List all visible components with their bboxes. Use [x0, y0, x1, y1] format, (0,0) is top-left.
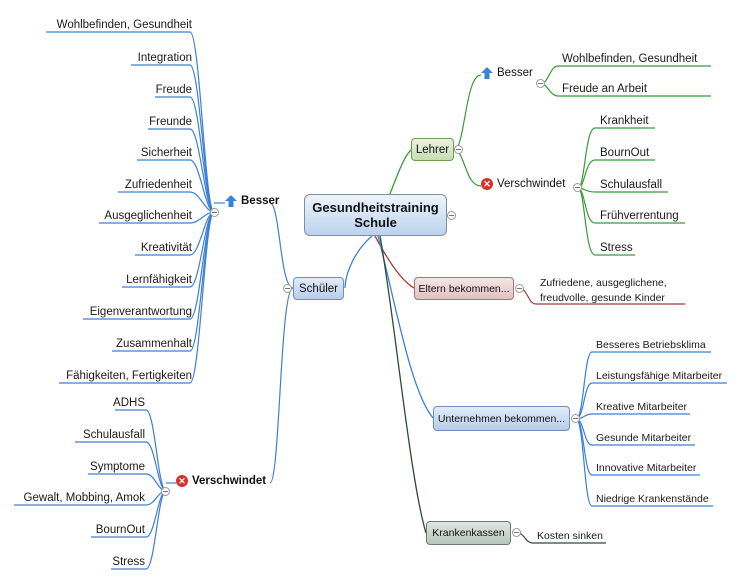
leaf-item[interactable]: Freude: [155, 84, 192, 96]
connector: [453, 74, 482, 151]
leaf-item[interactable]: Integration: [137, 52, 192, 64]
collapse-toggle-schueler-besser[interactable]: [210, 208, 219, 217]
schueler-besser[interactable]: Besser: [225, 195, 279, 207]
connector: [269, 287, 294, 484]
connector: [377, 235, 434, 419]
collapse-toggle-eltern[interactable]: [515, 284, 524, 293]
connector: [88, 473, 167, 492]
leaf-item[interactable]: Zusammenhalt: [115, 338, 192, 350]
leaf-item[interactable]: freudvolle, gesunde Kinder: [540, 292, 665, 304]
connector: [83, 211, 215, 320]
leaf-item[interactable]: Wohlbefinden, Gesundheit: [56, 19, 192, 31]
topic-schueler[interactable]: Schüler: [293, 277, 344, 300]
collapse-toggle-schueler[interactable]: [283, 284, 292, 293]
collapse-toggle-lehrer-besser[interactable]: [536, 79, 545, 88]
leaf-item[interactable]: ADHS: [113, 397, 145, 409]
leaf-item[interactable]: Zufriedene, ausgeglichene,: [540, 277, 667, 289]
connector: [344, 235, 373, 289]
connector: [575, 413, 690, 420]
connector: [115, 409, 167, 492]
collapse-toggle-unternehmen[interactable]: [571, 414, 580, 423]
schueler-verschwindet[interactable]: ✕ Verschwindet: [176, 475, 266, 487]
arrow-up-icon: [225, 195, 237, 207]
leaf-item[interactable]: Besseres Betriebsklima: [596, 339, 706, 351]
leaf-item[interactable]: Stress: [600, 242, 633, 254]
lehrer-verschwindet[interactable]: ✕ Verschwindet: [481, 178, 565, 190]
leaf-item[interactable]: Lernfähigkeit: [126, 274, 192, 286]
connector: [374, 235, 415, 289]
schueler-besser-label: Besser: [241, 195, 280, 207]
leaf-item[interactable]: Schulausfall: [82, 429, 145, 441]
topic-unternehmen[interactable]: Unternehmen bekommen...: [433, 406, 570, 431]
leaf-item[interactable]: Eigenverantwortung: [89, 306, 192, 318]
leaf-item[interactable]: Niedrige Krankenstände: [596, 493, 709, 505]
leaf-item[interactable]: Innovative Mitarbeiter: [596, 462, 697, 474]
leaf-item[interactable]: Kreativität: [140, 242, 192, 254]
leaf-item[interactable]: Gewalt, Mobbing, Amok: [23, 492, 145, 504]
connector: [269, 202, 294, 289]
topic-krankenkassen[interactable]: Krankenkassen: [426, 521, 511, 545]
leaf-item[interactable]: Zufriedenheit: [124, 179, 192, 191]
leaf-item[interactable]: Wohlbefinden, Gesundheit: [562, 53, 698, 65]
connector: [575, 418, 713, 507]
collapse-toggle-krankenkassen[interactable]: [512, 528, 521, 537]
topic-eltern[interactable]: Eltern bekommen...: [414, 277, 514, 300]
leaf-item[interactable]: Frühverrentung: [600, 210, 679, 222]
leaf-item[interactable]: Stress: [112, 556, 145, 568]
leaf-item[interactable]: Kreative Mitarbeiter: [596, 401, 688, 413]
collapse-toggle-lehrer[interactable]: [454, 145, 463, 154]
collapse-toggle-schueler-verschwindet[interactable]: [161, 487, 170, 496]
connector: [155, 96, 215, 213]
arrow-up-icon: [481, 67, 493, 79]
cross-icon: ✕: [176, 475, 188, 487]
leaf-item[interactable]: Sicherheit: [140, 147, 192, 159]
connector: [453, 149, 482, 187]
leaf-item[interactable]: Leistungsfähige Mitarbeiter: [596, 370, 723, 382]
leaf-item[interactable]: BournOut: [600, 147, 650, 159]
lehrer-besser-label: Besser: [497, 67, 533, 79]
collapse-toggle-central[interactable]: [447, 211, 456, 220]
cross-icon: ✕: [481, 178, 493, 190]
lehrer-verschwindet-label: Verschwindet: [497, 178, 566, 190]
leaf-item[interactable]: Gesunde Mitarbeiter: [596, 432, 692, 444]
central-topic-line1: Gesundheitstraining: [312, 200, 439, 215]
connector: [379, 235, 427, 534]
collapse-toggle-lehrer-verschwindet[interactable]: [573, 183, 582, 192]
leaf-item[interactable]: Ausgeglichenheit: [104, 210, 192, 222]
schueler-verschwindet-label: Verschwindet: [192, 475, 267, 487]
leaf-item[interactable]: Freunde: [149, 116, 192, 128]
lehrer-besser[interactable]: Besser: [481, 67, 533, 79]
leaf-item[interactable]: BournOut: [95, 524, 145, 536]
central-topic[interactable]: Gesundheitstraining Schule: [304, 194, 447, 236]
leaf-item[interactable]: Freude an Arbeit: [562, 83, 648, 95]
leaf-item[interactable]: Fähigkeiten, Fertigkeiten: [66, 370, 192, 382]
topic-lehrer[interactable]: Lehrer: [411, 138, 454, 161]
leaf-item[interactable]: Schulausfall: [600, 179, 663, 191]
leaf-item[interactable]: Krankheit: [600, 115, 649, 127]
leaf-item[interactable]: Kosten sinken: [537, 530, 603, 542]
connector: [59, 211, 215, 384]
leaf-item[interactable]: Symptome: [90, 461, 145, 473]
central-topic-line2: Schule: [354, 215, 397, 230]
